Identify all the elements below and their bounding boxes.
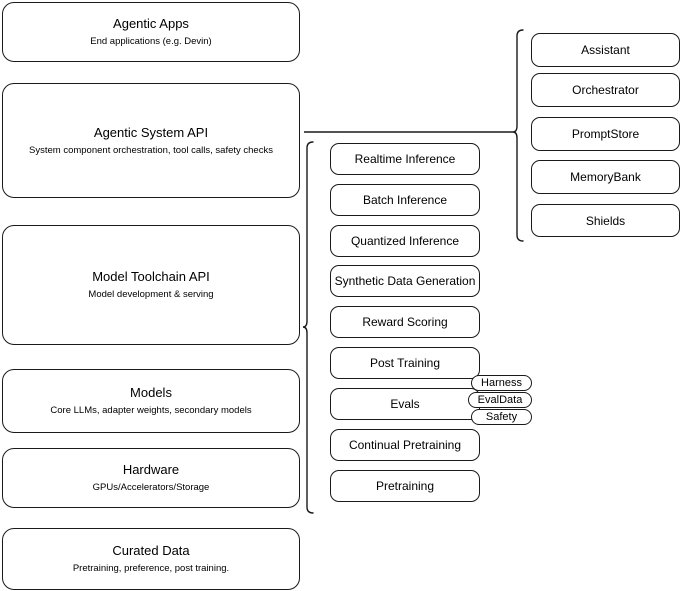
layer-subtitle: Pretraining, preference, post training. (72, 563, 230, 574)
layer-model-toolchain-api[interactable]: Model Toolchain API Model development & … (2, 225, 300, 345)
capability-label: Continual Pretraining (348, 438, 462, 452)
layer-title: Agentic System API (93, 124, 209, 140)
evals-badge-label: Harness (481, 377, 522, 389)
layer-agentic-system-api[interactable]: Agentic System API System component orch… (2, 83, 300, 198)
evals-badge-label: Safety (485, 411, 518, 423)
capability-label: Synthetic Data Generation (334, 274, 476, 288)
component-label: PromptStore (571, 127, 640, 141)
layer-hardware[interactable]: Hardware GPUs/Accelerators/Storage (2, 448, 300, 508)
evals-badge-evaldata[interactable]: EvalData (468, 392, 532, 408)
component-orchestrator[interactable]: Orchestrator (531, 73, 680, 107)
capability-realtime-inference[interactable]: Realtime Inference (330, 143, 480, 175)
capability-quantized-inference[interactable]: Quantized Inference (330, 225, 480, 257)
capability-continual-pretraining[interactable]: Continual Pretraining (330, 429, 480, 461)
capability-label: Reward Scoring (362, 315, 448, 329)
capability-label: Batch Inference (362, 193, 448, 207)
layer-subtitle: GPUs/Accelerators/Storage (92, 482, 210, 493)
right-column-brace-icon (512, 29, 524, 242)
capability-label: Quantized Inference (350, 234, 460, 248)
layer-subtitle: Model development & serving (88, 289, 214, 300)
capability-pretraining[interactable]: Pretraining (330, 470, 480, 502)
layer-curated-data[interactable]: Curated Data Pretraining, preference, po… (2, 528, 300, 590)
component-promptstore[interactable]: PromptStore (531, 117, 680, 151)
capability-evals[interactable]: Evals (330, 388, 480, 420)
component-label: Assistant (581, 43, 630, 57)
layer-models[interactable]: Models Core LLMs, adapter weights, secon… (2, 369, 300, 433)
capability-reward-scoring[interactable]: Reward Scoring (330, 306, 480, 338)
layer-title: Hardware (122, 462, 180, 477)
capability-label: Pretraining (375, 479, 435, 493)
evals-badge-label: EvalData (477, 394, 523, 406)
capability-label: Evals (390, 397, 420, 411)
capability-post-training[interactable]: Post Training (330, 347, 480, 379)
component-label: MemoryBank (570, 170, 641, 184)
component-label: Orchestrator (572, 83, 639, 97)
layer-subtitle: Core LLMs, adapter weights, secondary mo… (50, 405, 252, 416)
capability-label: Post Training (369, 356, 441, 370)
component-label: Shields (585, 213, 626, 228)
middle-column-brace-icon (302, 141, 314, 514)
capability-batch-inference[interactable]: Batch Inference (330, 184, 480, 216)
layer-title: Curated Data (112, 543, 190, 558)
layer-title: Agentic Apps (113, 16, 189, 31)
layer-subtitle: System component orchestration, tool cal… (29, 144, 273, 156)
component-shields[interactable]: Shields (531, 204, 680, 237)
layer-title: Models (130, 385, 172, 400)
layer-agentic-apps[interactable]: Agentic Apps End applications (e.g. Devi… (2, 2, 300, 62)
component-memorybank[interactable]: MemoryBank (531, 160, 680, 194)
capability-synthetic-data-generation[interactable]: Synthetic Data Generation (330, 265, 480, 297)
layer-title: Model Toolchain API (92, 269, 210, 284)
capability-label: Realtime Inference (354, 152, 456, 166)
component-assistant[interactable]: Assistant (531, 33, 680, 67)
evals-badge-harness[interactable]: Harness (471, 375, 532, 391)
evals-badge-safety[interactable]: Safety (471, 409, 532, 425)
layer-subtitle: End applications (e.g. Devin) (90, 36, 212, 47)
